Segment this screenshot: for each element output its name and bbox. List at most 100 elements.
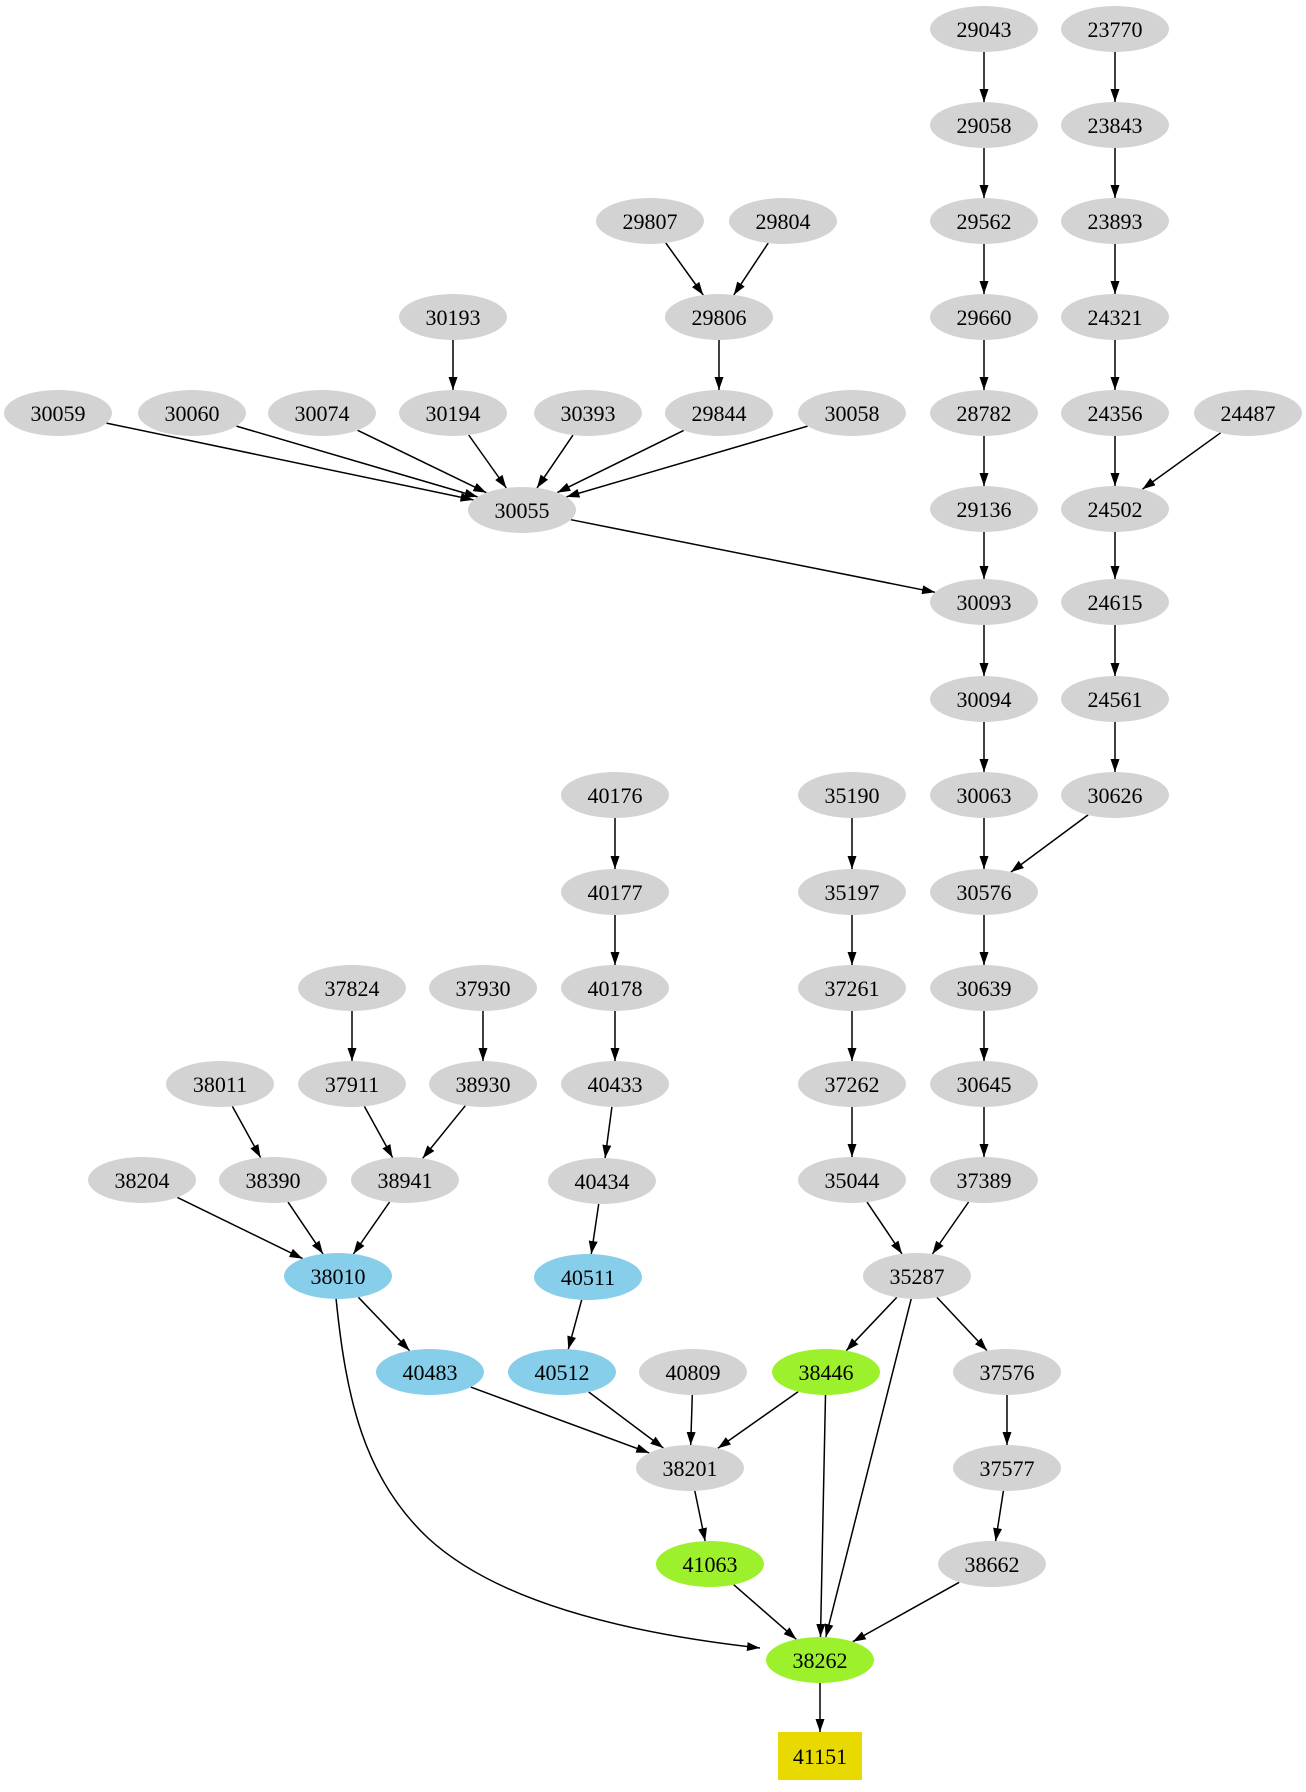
node-30194: 30194	[399, 390, 507, 436]
node-shape-40512	[508, 1349, 616, 1395]
node-30060: 30060	[138, 390, 246, 436]
node-35044: 35044	[798, 1157, 906, 1203]
node-shape-24561	[1061, 676, 1169, 722]
node-shape-37389	[930, 1157, 1038, 1203]
node-label-24502: 24502	[1088, 497, 1143, 522]
node-label-38930: 38930	[456, 1072, 511, 1097]
node-shape-30645	[930, 1061, 1038, 1107]
node-label-37911: 37911	[325, 1072, 379, 1097]
edge-40511-40512	[567, 1299, 583, 1350]
node-shape-41063	[656, 1541, 764, 1587]
node-shape-30194	[399, 390, 507, 436]
node-label-30194: 30194	[426, 401, 481, 426]
node-24356: 24356	[1061, 390, 1169, 436]
node-shape-40483	[376, 1349, 484, 1395]
node-37911: 37911	[298, 1061, 406, 1107]
node-shape-30058	[798, 390, 906, 436]
node-24615: 24615	[1061, 579, 1169, 625]
node-shape-29804	[729, 198, 837, 244]
node-24487: 24487	[1194, 390, 1302, 436]
node-shape-30393	[534, 390, 642, 436]
node-label-40176: 40176	[588, 783, 643, 808]
node-shape-24502	[1061, 486, 1169, 532]
node-shape-37577	[953, 1445, 1061, 1491]
node-29043: 29043	[930, 6, 1038, 52]
node-label-35287: 35287	[890, 1264, 945, 1289]
node-shape-30639	[930, 965, 1038, 1011]
node-label-40809: 40809	[666, 1360, 721, 1385]
node-label-29136: 29136	[957, 497, 1012, 522]
edge-38930-38941	[422, 1105, 466, 1159]
edge-38446-38201	[717, 1391, 799, 1449]
edge-35287-38446	[845, 1296, 898, 1352]
node-shape-40176	[561, 772, 669, 818]
node-label-38201: 38201	[663, 1456, 718, 1481]
node-label-40511: 40511	[561, 1265, 615, 1290]
node-23770: 23770	[1061, 6, 1169, 52]
node-shape-40511	[534, 1254, 642, 1300]
node-shape-29043	[930, 6, 1038, 52]
node-shape-35190	[798, 772, 906, 818]
node-40178: 40178	[561, 965, 669, 1011]
edge-30194-30055	[468, 434, 507, 489]
node-shape-37930	[429, 965, 537, 1011]
node-37261: 37261	[798, 965, 906, 1011]
node-shape-38662	[938, 1541, 1046, 1587]
node-label-24487: 24487	[1221, 401, 1276, 426]
edge-30059-30055	[106, 422, 474, 502]
edge-40483-38201	[470, 1386, 650, 1454]
node-label-30193: 30193	[426, 305, 481, 330]
edge-30074-30055	[357, 429, 487, 494]
node-38262: 38262	[766, 1637, 874, 1683]
node-shape-23893	[1061, 198, 1169, 244]
node-38930: 38930	[429, 1061, 537, 1107]
edge-38662-38262	[852, 1581, 960, 1643]
node-shape-23770	[1061, 6, 1169, 52]
node-label-30074: 30074	[295, 401, 350, 426]
node-38011: 38011	[166, 1061, 274, 1107]
node-label-30058: 30058	[825, 401, 880, 426]
node-29844: 29844	[665, 390, 773, 436]
node-label-40512: 40512	[535, 1360, 590, 1385]
node-37576: 37576	[953, 1349, 1061, 1395]
node-label-38662: 38662	[965, 1552, 1020, 1577]
node-shape-38201	[636, 1445, 744, 1491]
edge-24487-24502	[1141, 432, 1222, 490]
node-29807: 29807	[596, 198, 704, 244]
node-shape-38011	[166, 1061, 274, 1107]
node-shape-30094	[930, 676, 1038, 722]
node-35287: 35287	[863, 1253, 971, 1299]
node-24321: 24321	[1061, 294, 1169, 340]
node-shape-24615	[1061, 579, 1169, 625]
node-shape-40433	[561, 1061, 669, 1107]
node-label-40177: 40177	[588, 880, 643, 905]
node-label-37824: 37824	[325, 976, 380, 1001]
node-40434: 40434	[548, 1158, 656, 1204]
node-shape-30059	[4, 390, 112, 436]
node-37262: 37262	[798, 1061, 906, 1107]
node-40483: 40483	[376, 1349, 484, 1395]
node-label-23843: 23843	[1088, 113, 1143, 138]
node-label-38390: 38390	[246, 1168, 301, 1193]
node-38446: 38446	[772, 1349, 880, 1395]
node-shape-35287	[863, 1253, 971, 1299]
edge-40434-40511	[588, 1203, 600, 1255]
node-shape-40434	[548, 1158, 656, 1204]
node-label-23893: 23893	[1088, 209, 1143, 234]
node-label-29804: 29804	[756, 209, 811, 234]
edge-35287-37576	[936, 1296, 988, 1352]
node-shape-30060	[138, 390, 246, 436]
edge-38390-38010	[287, 1201, 324, 1255]
node-shape-38010	[284, 1253, 392, 1299]
node-40809: 40809	[639, 1349, 747, 1395]
node-30626: 30626	[1061, 772, 1169, 818]
edge-35044-35287	[866, 1201, 903, 1255]
node-label-29844: 29844	[692, 401, 747, 426]
node-30576: 30576	[930, 869, 1038, 915]
edge-30393-30055	[536, 434, 574, 489]
node-label-30094: 30094	[957, 687, 1012, 712]
node-shape-24487	[1194, 390, 1302, 436]
node-38201: 38201	[636, 1445, 744, 1491]
node-label-30055: 30055	[495, 498, 550, 523]
